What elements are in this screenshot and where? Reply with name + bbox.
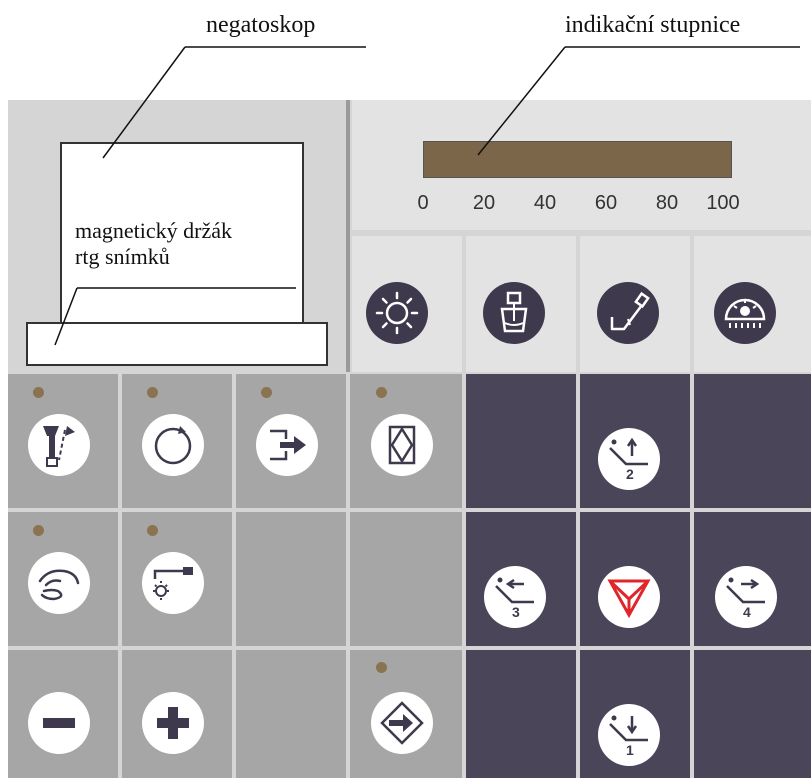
circle-button[interactable] <box>142 414 204 476</box>
instrument-icon <box>43 426 75 467</box>
chair-position-forward-icon <box>726 577 765 604</box>
chair-position-4-label: 4 <box>743 604 751 620</box>
magnetic-holder-label-1: magnetický držák <box>75 218 232 243</box>
stop-button[interactable] <box>598 566 660 628</box>
led-instrument <box>33 387 44 398</box>
arrow-right-button[interactable] <box>256 414 318 476</box>
scale-tick-0: 0 <box>417 192 429 214</box>
chair-position-2-button[interactable]: 2 <box>598 428 660 490</box>
hexagon-button[interactable] <box>371 414 433 476</box>
led-hexagon <box>376 387 387 398</box>
scale-tick-100: 100 <box>706 192 740 214</box>
holder-leader <box>54 287 78 346</box>
chair-position-up-icon <box>609 437 648 466</box>
chair-position-3-button[interactable]: 3 <box>484 566 546 628</box>
minus-icon <box>43 718 75 728</box>
hand-icon <box>38 569 80 601</box>
plus-icon <box>157 707 189 739</box>
cell-r2c3 <box>236 512 346 646</box>
chair-position-1-label: 1 <box>626 742 634 758</box>
enter-icon <box>380 701 424 745</box>
indicator-scale-callout: indikační stupnice <box>565 12 741 38</box>
cell-r2c4 <box>350 512 462 646</box>
cup-filler-button[interactable] <box>483 282 545 344</box>
cell-r3c7 <box>694 650 811 778</box>
spittoon-rinse-icon <box>610 291 650 331</box>
chair-position-1-button[interactable]: 1 <box>598 704 660 766</box>
instrument-light-button[interactable] <box>142 552 204 614</box>
negatoskop-leader <box>102 46 186 159</box>
cell-r3c3 <box>236 650 346 778</box>
chair-position-4-button[interactable]: 4 <box>715 566 777 628</box>
stop-triangle-icon <box>607 579 651 619</box>
negatoskop-callout: negatoskop <box>206 12 316 38</box>
scale-bar <box>423 141 732 178</box>
instrument-light-icon <box>153 567 193 600</box>
cup-filler-icon <box>500 291 528 333</box>
plus-button[interactable] <box>142 692 204 754</box>
arrow-right-icon <box>270 429 306 461</box>
chair-position-3-label: 3 <box>512 604 520 620</box>
negatoscope-light-button[interactable] <box>714 282 776 344</box>
hexagon-icon <box>388 425 416 465</box>
panel-divider <box>346 100 350 372</box>
circle-icon <box>154 426 192 465</box>
scale-leader <box>477 46 566 156</box>
operating-light-button[interactable] <box>366 282 428 344</box>
scale-tick-60: 60 <box>594 192 618 214</box>
operating-light-icon <box>375 291 419 335</box>
led-arrow-right <box>261 387 272 398</box>
led-enter <box>376 662 387 673</box>
chair-position-back-icon <box>495 577 534 604</box>
scale-tick-40: 40 <box>533 192 557 214</box>
led-hand <box>33 525 44 536</box>
cell-r1c7 <box>694 374 811 508</box>
negatoscope-light-icon <box>724 298 766 328</box>
hand-button[interactable] <box>28 552 90 614</box>
led-circle <box>147 387 158 398</box>
scale-tick-80: 80 <box>655 192 679 214</box>
negatoscope-screen <box>60 142 304 332</box>
spittoon-rinse-button[interactable] <box>597 282 659 344</box>
cell-r1c5 <box>466 374 576 508</box>
chair-position-2-label: 2 <box>626 466 634 482</box>
enter-button[interactable] <box>371 692 433 754</box>
magnetic-holder-label-2: rtg snímků <box>75 244 170 269</box>
magnetic-holder <box>26 322 328 366</box>
cell-r3c5 <box>466 650 576 778</box>
led-instrument-light <box>147 525 158 536</box>
chair-position-down-icon <box>609 715 648 742</box>
minus-button[interactable] <box>28 692 90 754</box>
scale-tick-20: 20 <box>472 192 496 214</box>
instrument-button[interactable] <box>28 414 90 476</box>
